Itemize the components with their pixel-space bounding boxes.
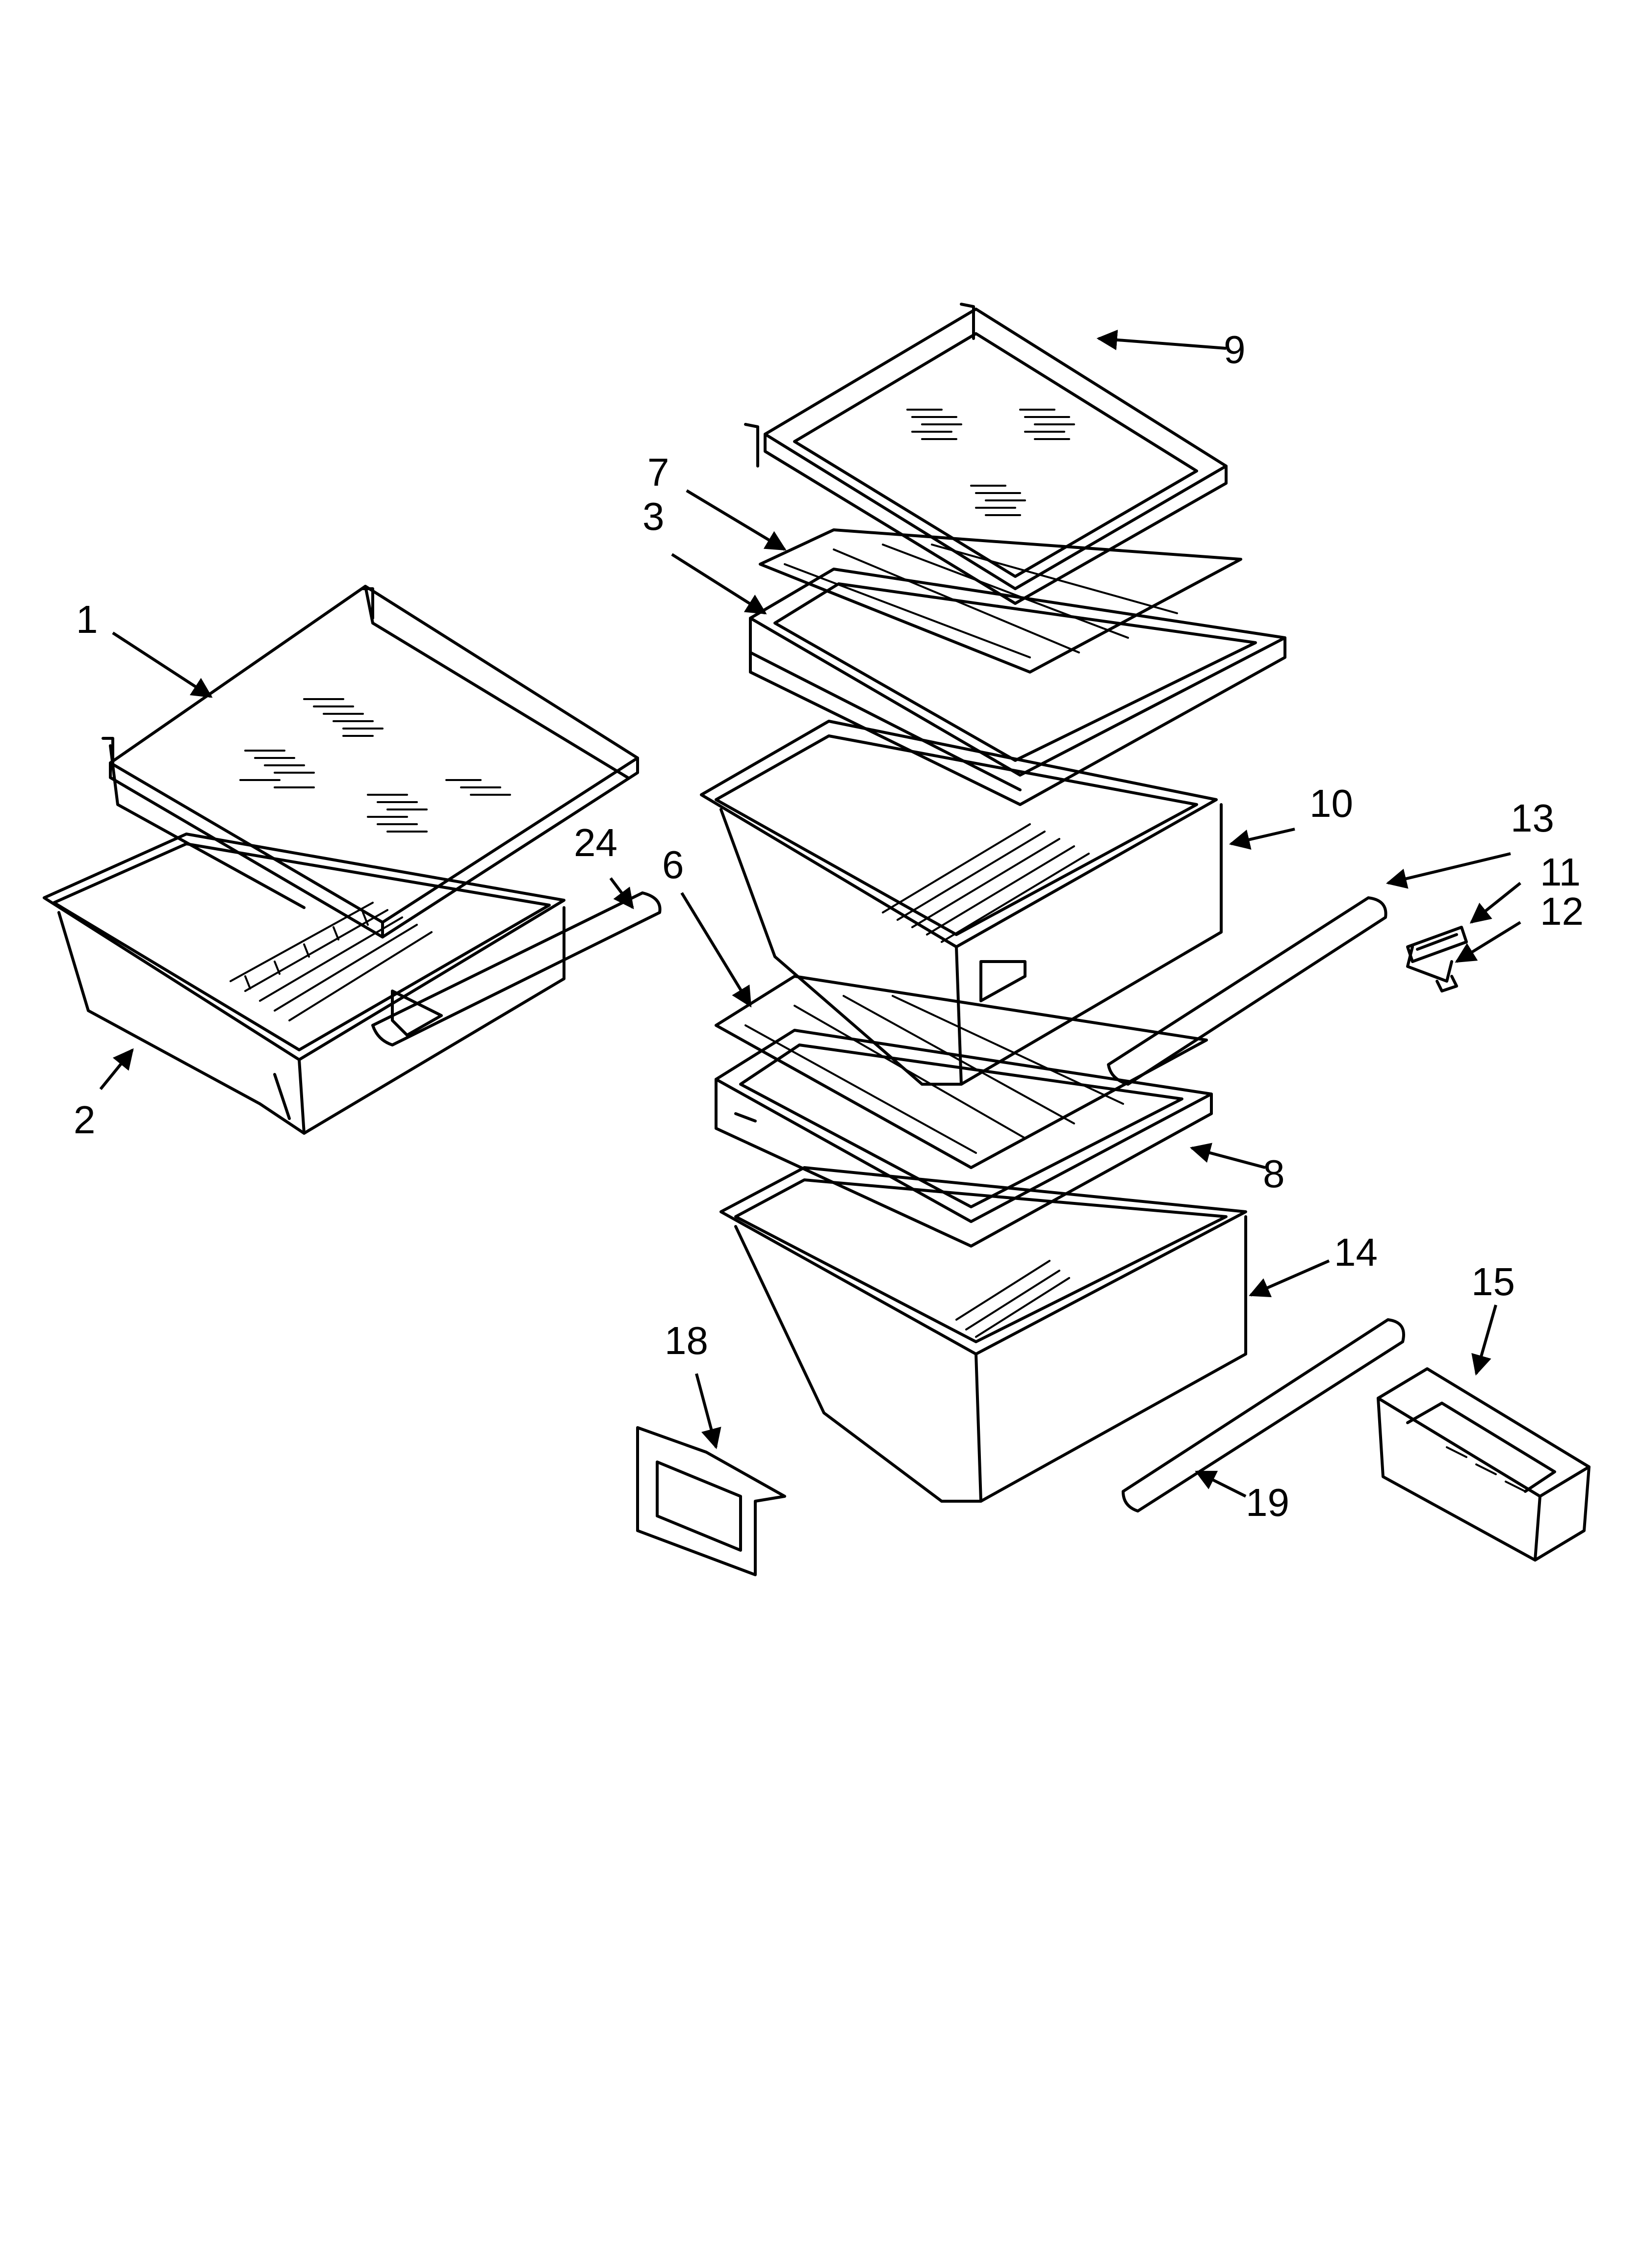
callout-11: 11 xyxy=(1540,850,1581,894)
part-13-rail xyxy=(1107,896,1387,1086)
part-11-bracket xyxy=(1406,926,1468,963)
callout-19: 19 xyxy=(1246,1481,1289,1524)
part-12-clip xyxy=(1406,945,1458,992)
part-1-shelf xyxy=(102,585,639,938)
part-8-frame xyxy=(715,1029,1213,1248)
callout-8: 8 xyxy=(1263,1152,1285,1196)
callout-3: 3 xyxy=(642,495,665,538)
callout-24: 24 xyxy=(574,821,617,864)
callout-1: 1 xyxy=(76,598,98,641)
callout-12: 12 xyxy=(1540,889,1584,933)
callout-14: 14 xyxy=(1334,1230,1378,1274)
callout-9: 9 xyxy=(1224,328,1246,371)
callout-18: 18 xyxy=(665,1319,708,1362)
part-6-glass-shelf xyxy=(715,975,1208,1169)
part-24-rail xyxy=(371,891,662,1046)
part-18-badge xyxy=(636,1426,786,1576)
part-15-bin xyxy=(1377,1367,1591,1562)
part-3-frame xyxy=(749,568,1286,806)
callout-13: 13 xyxy=(1511,796,1554,840)
callout-leaders xyxy=(99,329,1521,1498)
callout-numbers: 1 2 3 6 7 8 9 10 11 12 13 14 15 18 19 24 xyxy=(74,328,1584,1524)
callout-10: 10 xyxy=(1309,782,1353,825)
part-7-glass-shelf xyxy=(759,528,1242,674)
callout-2: 2 xyxy=(74,1098,96,1142)
callout-6: 6 xyxy=(662,843,684,886)
callout-7: 7 xyxy=(647,450,669,494)
part-2-drawer xyxy=(43,833,565,1135)
callout-15: 15 xyxy=(1471,1260,1515,1303)
part-19-rail xyxy=(1122,1318,1405,1512)
part-14-drawer xyxy=(719,1166,1247,1503)
part-9-shelf xyxy=(744,303,1228,605)
